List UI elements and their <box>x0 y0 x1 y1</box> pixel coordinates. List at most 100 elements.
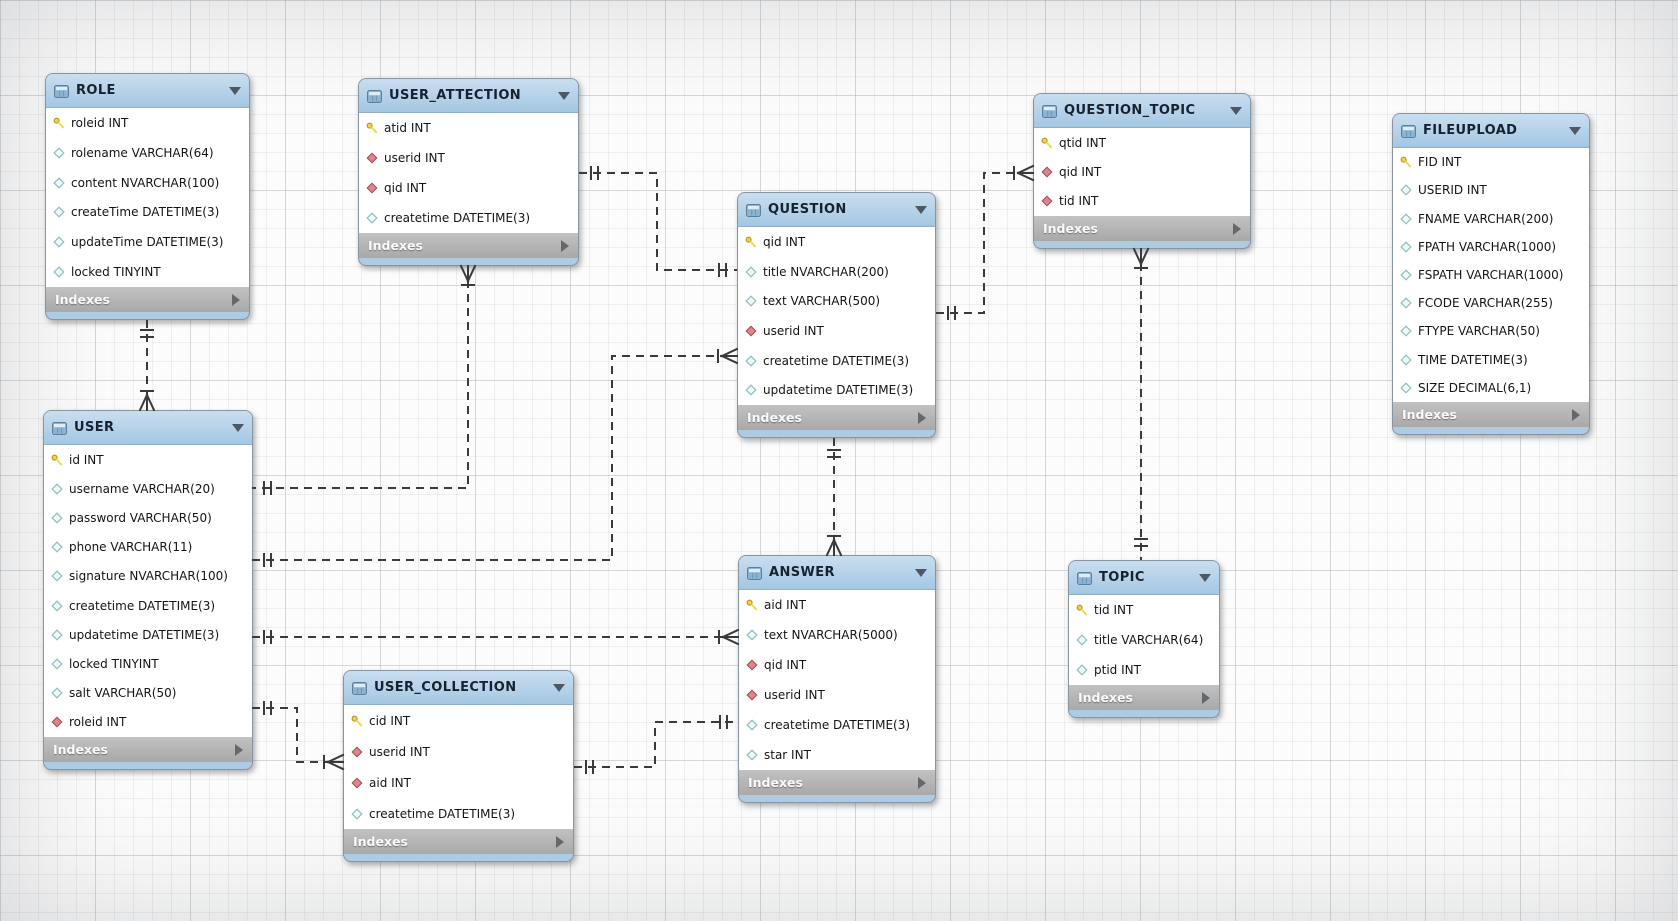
expand-indexes-icon[interactable] <box>556 835 564 848</box>
table-header[interactable]: QUESTION <box>738 193 935 227</box>
column-row[interactable]: signature NVARCHAR(100) <box>44 562 252 591</box>
column-row[interactable]: id INT <box>44 445 252 474</box>
column-row[interactable]: createtime DATETIME(3) <box>739 710 935 740</box>
expand-indexes-icon[interactable] <box>235 743 243 756</box>
column-row[interactable]: salt VARCHAR(50) <box>44 679 252 708</box>
column-row[interactable]: qid INT <box>738 227 935 257</box>
indexes-footer[interactable]: Indexes <box>1034 216 1250 241</box>
column-row[interactable]: qid INT <box>1034 157 1250 186</box>
column-row[interactable]: text VARCHAR(500) <box>738 286 935 316</box>
collapse-arrow-icon[interactable] <box>229 86 241 95</box>
relationship-user_attection_user[interactable] <box>252 264 477 495</box>
column-row[interactable]: tid INT <box>1034 187 1250 216</box>
indexes-footer[interactable]: Indexes <box>1393 402 1589 427</box>
column-row[interactable]: createtime DATETIME(3) <box>344 798 573 829</box>
relationship-answer_user[interactable] <box>252 628 740 646</box>
column-row[interactable]: updatetime DATETIME(3) <box>44 620 252 649</box>
indexes-footer[interactable]: Indexes <box>1069 685 1219 710</box>
column-row[interactable]: text NVARCHAR(5000) <box>739 620 935 650</box>
relationship-question_topic_topic[interactable] <box>1132 247 1150 560</box>
table-header[interactable]: USER <box>44 411 252 445</box>
column-row[interactable]: USERID INT <box>1393 176 1589 204</box>
column-row[interactable]: userid INT <box>344 736 573 767</box>
indexes-footer[interactable]: Indexes <box>344 829 573 854</box>
expand-indexes-icon[interactable] <box>232 293 240 306</box>
column-row[interactable]: qtid INT <box>1034 128 1250 157</box>
column-row[interactable]: userid INT <box>738 316 935 346</box>
column-row[interactable]: cid INT <box>344 705 573 736</box>
indexes-footer[interactable]: Indexes <box>46 287 249 312</box>
table-header[interactable]: ANSWER <box>739 556 935 590</box>
column-row[interactable]: FTYPE VARCHAR(50) <box>1393 317 1589 345</box>
column-row[interactable]: ptid INT <box>1069 655 1219 685</box>
column-row[interactable]: createtime DATETIME(3) <box>738 346 935 376</box>
expand-indexes-icon[interactable] <box>1202 691 1210 704</box>
relationship-question_topic_question[interactable] <box>936 164 1035 320</box>
table-header[interactable]: ROLE <box>46 74 249 108</box>
indexes-footer[interactable]: Indexes <box>739 770 935 795</box>
collapse-arrow-icon[interactable] <box>915 568 927 577</box>
column-row[interactable]: title NVARCHAR(200) <box>738 257 935 287</box>
column-row[interactable]: content NVARCHAR(100) <box>46 168 249 198</box>
column-row[interactable]: roleid INT <box>44 708 252 737</box>
column-row[interactable]: aid INT <box>739 590 935 620</box>
column-row[interactable]: TIME DATETIME(3) <box>1393 346 1589 374</box>
column-row[interactable]: updatetime DATETIME(3) <box>738 375 935 405</box>
indexes-footer[interactable]: Indexes <box>359 233 578 258</box>
collapse-arrow-icon[interactable] <box>558 91 570 100</box>
relationship-user_attection_question[interactable] <box>579 166 737 277</box>
collapse-arrow-icon[interactable] <box>1230 106 1242 115</box>
relationship-user_collection_answer[interactable] <box>574 715 738 774</box>
column-row[interactable]: locked TINYINT <box>44 649 252 678</box>
column-row[interactable]: roleid INT <box>46 108 249 138</box>
expand-indexes-icon[interactable] <box>918 776 926 789</box>
column-row[interactable]: FCODE VARCHAR(255) <box>1393 289 1589 317</box>
table-header[interactable]: TOPIC <box>1069 561 1219 595</box>
indexes-footer[interactable]: Indexes <box>44 737 252 762</box>
table-header[interactable]: USER_ATTECTION <box>359 79 578 113</box>
column-row[interactable]: rolename VARCHAR(64) <box>46 138 249 168</box>
relationship-user_collection_user[interactable] <box>252 701 345 771</box>
expand-indexes-icon[interactable] <box>561 239 569 252</box>
column-row[interactable]: createTime DATETIME(3) <box>46 197 249 227</box>
expand-indexes-icon[interactable] <box>918 411 926 424</box>
column-row[interactable]: createtime DATETIME(3) <box>44 591 252 620</box>
expand-indexes-icon[interactable] <box>1572 408 1580 421</box>
collapse-arrow-icon[interactable] <box>1199 573 1211 582</box>
relationship-user_role[interactable] <box>138 320 156 412</box>
column-row[interactable]: password VARCHAR(50) <box>44 503 252 532</box>
column-row[interactable]: qid INT <box>739 650 935 680</box>
table-header[interactable]: FILEUPLOAD <box>1393 114 1589 148</box>
indexes-footer[interactable]: Indexes <box>738 405 935 430</box>
column-row[interactable]: SIZE DECIMAL(6,1) <box>1393 374 1589 402</box>
column-row[interactable]: aid INT <box>344 767 573 798</box>
column-row[interactable]: FNAME VARCHAR(200) <box>1393 204 1589 232</box>
column-row[interactable]: username VARCHAR(20) <box>44 474 252 503</box>
table-header[interactable]: USER_COLLECTION <box>344 671 573 705</box>
column-row[interactable]: FSPATH VARCHAR(1000) <box>1393 261 1589 289</box>
collapse-arrow-icon[interactable] <box>1569 126 1581 135</box>
column-row[interactable]: updateTime DATETIME(3) <box>46 227 249 257</box>
column-row[interactable]: tid INT <box>1069 595 1219 625</box>
expand-indexes-icon[interactable] <box>1233 222 1241 235</box>
column-row[interactable]: FPATH VARCHAR(1000) <box>1393 233 1589 261</box>
column-row[interactable]: locked TINYINT <box>46 257 249 287</box>
column-row[interactable]: createtime DATETIME(3) <box>359 203 578 233</box>
column-row[interactable]: atid INT <box>359 113 578 143</box>
collapse-arrow-icon[interactable] <box>553 683 565 692</box>
collapse-arrow-icon[interactable] <box>915 205 927 214</box>
relationship-question_user[interactable] <box>252 347 739 567</box>
column-row[interactable]: phone VARCHAR(11) <box>44 533 252 562</box>
column-row[interactable]: title VARCHAR(64) <box>1069 625 1219 655</box>
table-header[interactable]: QUESTION_TOPIC <box>1034 94 1250 128</box>
